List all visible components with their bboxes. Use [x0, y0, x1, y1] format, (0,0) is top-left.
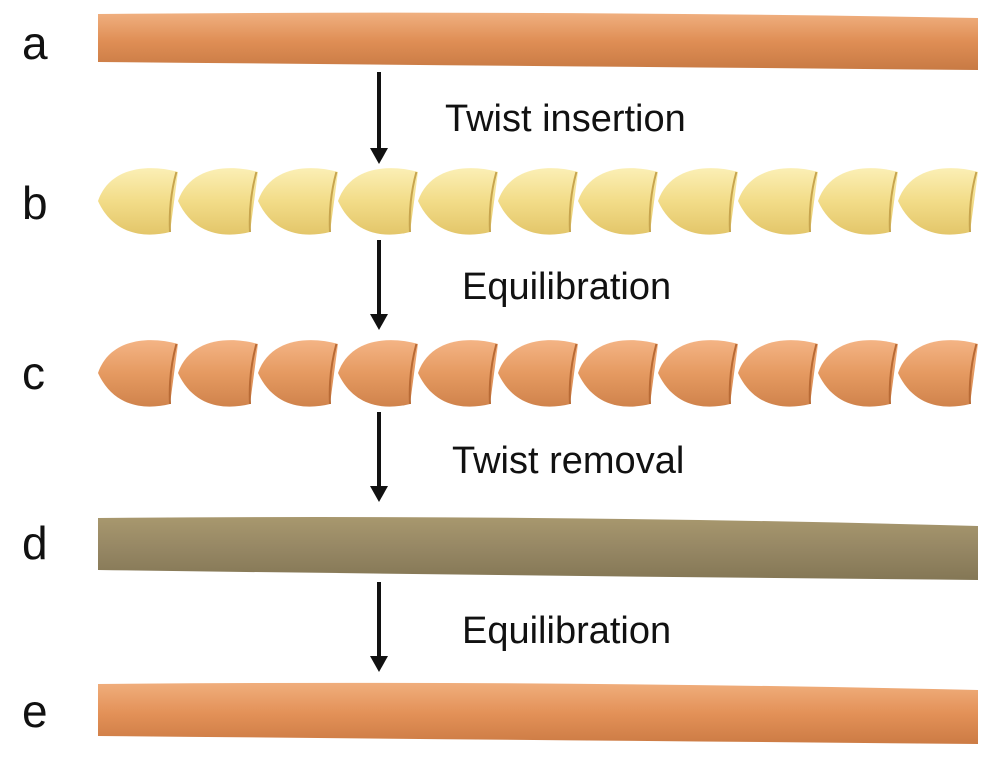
- twist-segment: [418, 340, 498, 407]
- twist-segment: [738, 168, 818, 235]
- arrow-b-to-c: [370, 240, 388, 330]
- twist-groove: [808, 171, 818, 233]
- twist-groove: [488, 171, 498, 233]
- step-label-equilibration-1: Equilibration: [462, 266, 672, 308]
- twist-groove: [568, 171, 578, 233]
- twist-groove: [648, 171, 658, 233]
- twist-segment: [338, 340, 418, 407]
- twist-segment: [498, 168, 578, 235]
- twist-segment: [578, 340, 658, 407]
- twist-groove: [888, 343, 898, 405]
- twist-segment: [818, 168, 898, 235]
- panel-label-c: c: [22, 347, 45, 399]
- arrow-d-to-e: [370, 582, 388, 672]
- twist-groove: [168, 343, 178, 405]
- twist-segment: [578, 168, 658, 235]
- twist-groove: [248, 171, 258, 233]
- twist-segment: [898, 168, 978, 235]
- twist-segment: [178, 168, 258, 235]
- twist-segment: [818, 340, 898, 407]
- panel-label-a: a: [22, 17, 48, 69]
- twist-groove: [648, 343, 658, 405]
- twist-groove: [328, 171, 338, 233]
- fiber-a: [98, 12, 978, 70]
- twist-segment: [98, 340, 178, 407]
- step-label-twist-insertion: Twist insertion: [445, 98, 686, 140]
- step-label-twist-removal: Twist removal: [452, 440, 685, 482]
- twist-groove: [568, 343, 578, 405]
- twist-groove: [248, 343, 258, 405]
- twist-segment: [738, 340, 818, 407]
- panel-label-b: b: [22, 177, 48, 229]
- step-label-equilibration-2: Equilibration: [462, 610, 672, 652]
- twist-segment: [498, 340, 578, 407]
- twist-segment: [418, 168, 498, 235]
- twist-segment: [258, 340, 338, 407]
- twist-segment: [658, 168, 738, 235]
- twist-groove: [808, 343, 818, 405]
- twist-groove: [408, 171, 418, 233]
- twist-groove: [968, 343, 978, 405]
- arrow-c-to-d: [370, 412, 388, 502]
- twist-groove: [408, 343, 418, 405]
- twist-groove: [168, 171, 178, 233]
- panel-label-d: d: [22, 517, 48, 569]
- fiber-b: [98, 168, 978, 235]
- twist-segment: [338, 168, 418, 235]
- twist-segment: [178, 340, 258, 407]
- twist-segment: [658, 340, 738, 407]
- panel-label-e: e: [22, 685, 48, 737]
- twist-groove: [888, 171, 898, 233]
- twist-groove: [488, 343, 498, 405]
- arrow-a-to-b: [370, 72, 388, 164]
- twist-segment: [258, 168, 338, 235]
- twist-segment: [898, 340, 978, 407]
- twist-groove: [728, 343, 738, 405]
- fiber-c: [98, 340, 978, 407]
- fiber-d: [98, 517, 978, 580]
- fiber-e: [98, 682, 978, 744]
- twist-segment: [98, 168, 178, 235]
- twist-groove: [328, 343, 338, 405]
- twist-groove: [968, 171, 978, 233]
- twist-groove: [728, 171, 738, 233]
